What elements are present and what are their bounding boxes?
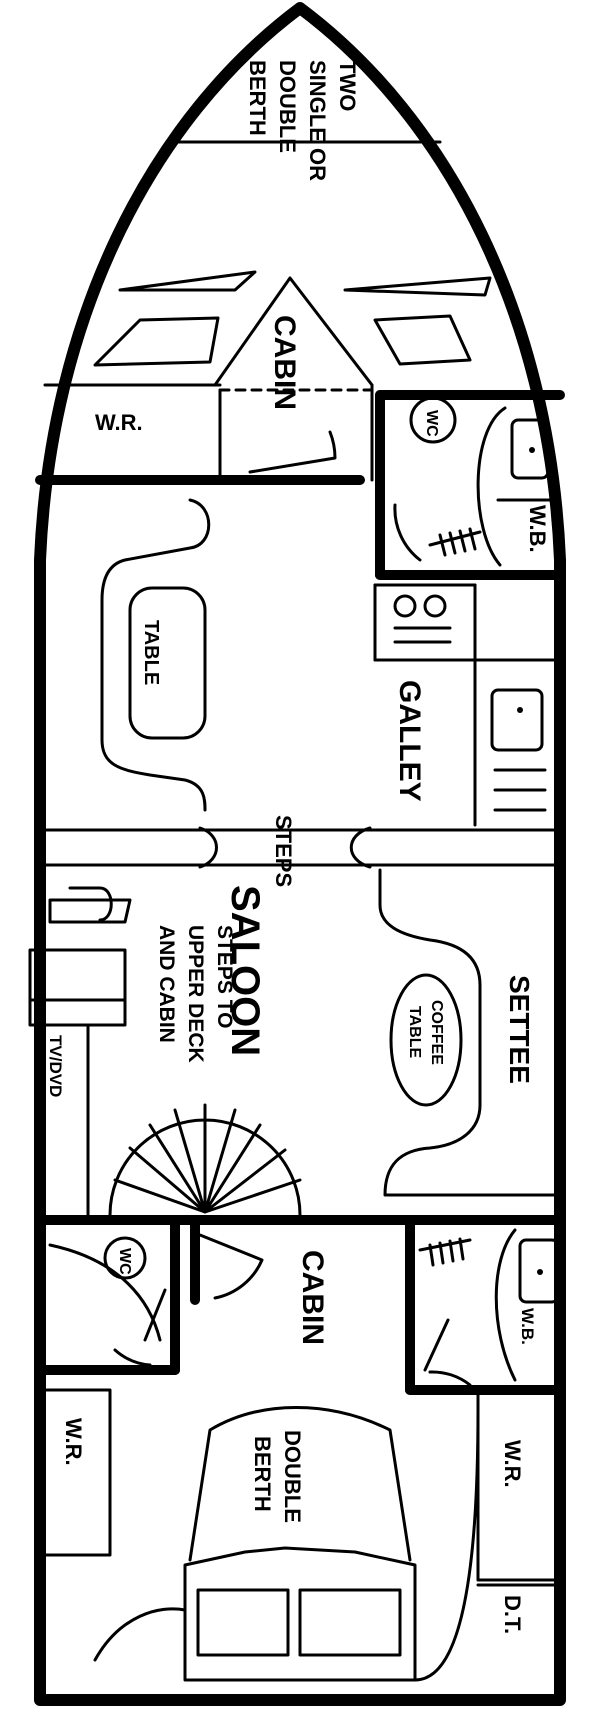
- aft-berth-drawer-right: [298, 1588, 402, 1657]
- fwd-cabin-label: CABIN: [268, 315, 301, 410]
- aft-wardrobe-stbd-label: W.R.: [500, 1440, 525, 1488]
- svg-text:DOUBLE: DOUBLE: [275, 60, 300, 153]
- aft-wardrobe-port: [38, 1388, 112, 1557]
- svg-text:TABLE: TABLE: [406, 1006, 423, 1058]
- coffee-table-label: COFFEE TABLE: [406, 1000, 445, 1065]
- svg-text:SINGLE OR: SINGLE OR: [305, 60, 330, 181]
- fwd-berth-right-edge: [343, 276, 492, 297]
- dinette-table: [128, 586, 207, 740]
- aft-double-berth: [188, 1406, 412, 1562]
- svg-text:UPPER DECK: UPPER DECK: [184, 925, 207, 1063]
- aft-wb-curve: [494, 1228, 517, 1382]
- fwd-washbasin-label: W.B.: [525, 505, 550, 553]
- aft-cabin-door-swing: [198, 1233, 264, 1300]
- fwd-wc-label: WC: [423, 410, 440, 437]
- aft-cabin-curve-port: [93, 1607, 187, 1662]
- steps-label: STEPS: [271, 815, 296, 887]
- aft-washbasin-sink: [518, 1238, 560, 1304]
- svg-text:TWO: TWO: [335, 60, 360, 111]
- fwd-sink-drain: [529, 447, 535, 453]
- fwd-cabin-door-swing: [248, 430, 337, 474]
- settee-label: SETTEE: [504, 975, 535, 1084]
- aft-wc-toilet: [103, 1236, 147, 1280]
- galley-stove: [373, 583, 477, 662]
- aft-wardrobe-port-label: W.R.: [61, 1418, 86, 1466]
- aft-cabin-curve-stbd: [413, 1408, 480, 1682]
- fwd-washbasin-sink: [510, 418, 550, 480]
- stove-burner-1: [393, 594, 417, 618]
- fwd-hatch-left: [93, 316, 220, 367]
- galley-sink-drain: [517, 707, 523, 713]
- saloon-cabinet: [28, 948, 127, 1027]
- saloon-side-unit: [48, 886, 132, 924]
- dressing-table-label: D.T.: [500, 1595, 525, 1634]
- aft-shower-door-swing: [423, 1318, 472, 1387]
- galley-label: GALLEY: [393, 680, 426, 802]
- saloon-spiral-staircase: [108, 1103, 302, 1217]
- aft-berth-drawer-left: [196, 1588, 290, 1657]
- aft-berth-head: [183, 1546, 417, 1682]
- step-post-left: [198, 826, 218, 869]
- fwd-cabin-gable: [213, 276, 374, 387]
- aft-wc-label: WC: [116, 1248, 133, 1275]
- tv-dvd-label: TV/DVD: [46, 1035, 65, 1097]
- fwd-wb-curve: [476, 406, 507, 567]
- svg-text:DOUBLE: DOUBLE: [280, 1430, 305, 1523]
- coffee-table: [389, 973, 463, 1107]
- saloon-steps-label: STEPS TO UPPER DECK AND CABIN: [155, 925, 236, 1063]
- aft-shower-icon: [418, 1237, 472, 1267]
- step-post-right: [349, 826, 372, 869]
- aft-wc-curve: [48, 1243, 162, 1342]
- aft-cabin-label: CABIN: [296, 1250, 329, 1345]
- saloon-label: SALOON: [223, 885, 267, 1056]
- settee: [378, 868, 562, 1197]
- svg-text:AND CABIN: AND CABIN: [155, 925, 178, 1043]
- hull-outline: [34, 2, 566, 1706]
- stove-burner-2: [423, 594, 447, 618]
- svg-text:BERTH: BERTH: [250, 1436, 275, 1512]
- fwd-hatch-right: [373, 314, 472, 366]
- fwd-wardrobe-label: W.R.: [95, 410, 143, 435]
- dinette-seating: [100, 498, 211, 812]
- aft-washbasin-label: W.B.: [518, 1308, 537, 1345]
- svg-text:BERTH: BERTH: [245, 60, 270, 136]
- fwd-shower-door-swing: [393, 503, 422, 562]
- galley-sink: [490, 688, 544, 752]
- svg-text:COFFEE: COFFEE: [428, 1000, 445, 1065]
- fwd-shower-icon: [428, 527, 482, 557]
- fwd-berth-left-edge: [118, 270, 257, 292]
- aft-wc-door-swing: [113, 1288, 167, 1367]
- fwd-wc-toilet: [409, 396, 457, 444]
- aft-sink-drain: [537, 1269, 543, 1275]
- svg-text:STEPS TO: STEPS TO: [213, 925, 236, 1028]
- dinette-table-label: TABLE: [140, 620, 162, 685]
- fwd-berth-label: TWO SINGLE OR DOUBLE BERTH: [245, 60, 360, 181]
- aft-berth-label: DOUBLE BERTH: [250, 1430, 305, 1523]
